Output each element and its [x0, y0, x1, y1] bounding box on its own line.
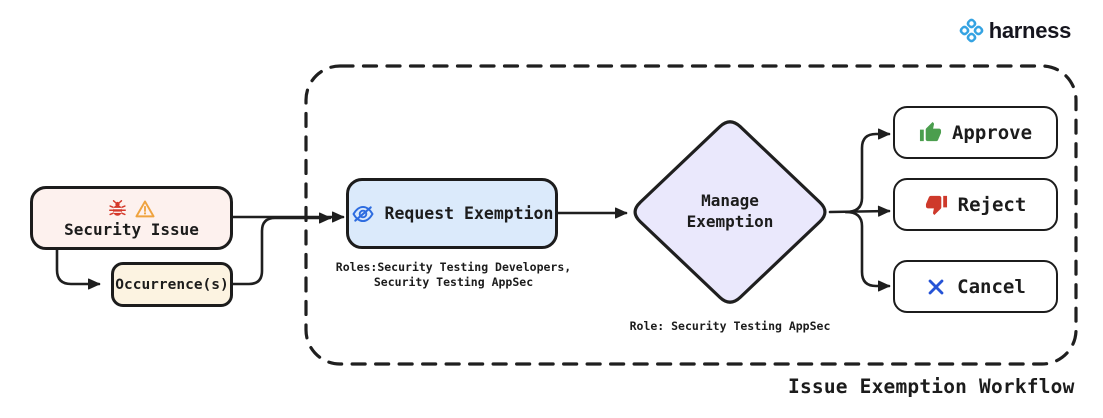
- request-exemption-label: Request Exemption: [384, 204, 554, 223]
- manage-exemption-role-caption: Role: Security Testing AppSec: [629, 319, 831, 333]
- x-icon: [928, 279, 944, 294]
- workflow-boundary: [304, 64, 1078, 366]
- security-issue-node: Security Issue: [30, 186, 233, 250]
- security-issue-label: Security Issue: [64, 219, 199, 239]
- eye-slash-icon: [351, 205, 374, 222]
- approve-node: Approve: [893, 106, 1058, 159]
- request-exemption-roles-caption: Roles:Security Testing Developers, Secur…: [335, 260, 572, 289]
- request-exemption-node: Request Exemption: [346, 178, 558, 249]
- manage-exemption-node: [633, 120, 827, 304]
- occurrences-label: Occurrence(s): [115, 276, 229, 293]
- approve-label: Approve: [951, 121, 1033, 144]
- thumbs-up-icon: [919, 121, 941, 142]
- cancel-node: Cancel: [893, 260, 1058, 313]
- reject-label: Reject: [957, 193, 1027, 216]
- reject-node: Reject: [893, 178, 1058, 231]
- arrow-manage-to-cancel: [844, 210, 891, 292]
- warning-icon: [135, 200, 155, 217]
- arrow-manage-to-approve: [844, 128, 891, 214]
- occurrences-node: Occurrence(s): [111, 262, 233, 307]
- diagram-title: Issue Exemption Workflow: [788, 375, 1075, 398]
- arrow-occurrence-to-request: [231, 212, 332, 286]
- security-issue-icons: [107, 198, 156, 219]
- bug-icon: [109, 199, 126, 216]
- arrow-manage-to-reject: [828, 205, 891, 217]
- thumbs-down-icon: [925, 195, 947, 216]
- arrow-security-to-occurrence: [55, 248, 101, 290]
- harness-wordmark: harness: [988, 17, 1072, 43]
- cancel-label: Cancel: [957, 275, 1026, 298]
- manage-exemption-label: Manage Exemption: [686, 191, 774, 231]
- harness-brand: harness: [957, 16, 1071, 45]
- harness-logo-icon: [959, 18, 984, 43]
